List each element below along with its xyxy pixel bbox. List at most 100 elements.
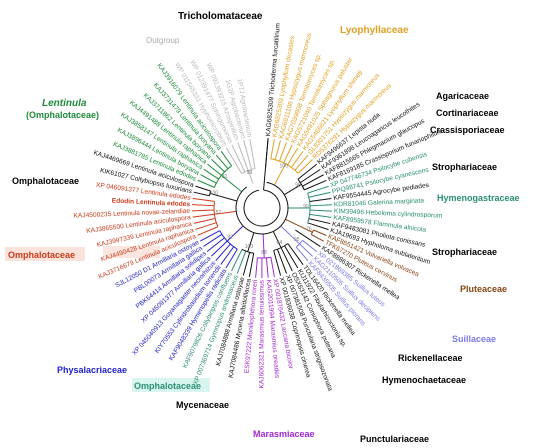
branch <box>215 243 231 261</box>
branch <box>236 250 247 274</box>
family-label-hymenochaetaceae: Hymenochaetaceae <box>382 375 466 385</box>
lentinula-subtitle: (Omphalotaceae) <box>26 110 99 120</box>
branch <box>270 257 275 277</box>
branch <box>283 144 293 164</box>
branch <box>262 233 265 258</box>
family-label-hymenogastraceae: Hymenogastraceae <box>437 193 520 203</box>
branch <box>284 245 299 269</box>
branch <box>297 159 313 174</box>
branch <box>209 192 238 202</box>
branch <box>304 179 327 191</box>
branch <box>284 183 302 196</box>
branch <box>210 240 228 257</box>
outgroup-label: Outgroup <box>146 36 180 45</box>
branch <box>313 229 327 236</box>
branch <box>307 222 329 231</box>
leaf-label: KIM39496 Hebeloma cylindrosporum <box>334 208 443 220</box>
family-label-crassisporiaceae: Crassisporiaceae <box>430 125 505 135</box>
branch <box>294 154 309 171</box>
family-label-suillaceae: Suillaceae <box>452 334 496 344</box>
branch <box>220 246 235 265</box>
leaf-label: KDR81046 Galerina marginata <box>334 197 425 208</box>
branch <box>273 250 282 276</box>
branch <box>220 150 233 167</box>
branch <box>207 163 222 176</box>
branch <box>308 191 331 198</box>
omphalotaceae-badge <box>5 247 85 261</box>
branch <box>193 218 216 224</box>
family-label-omphalotaceae-red: Omphalotaceae <box>8 250 75 260</box>
family-label-strophariaceae-bottom: Strophariaceae <box>432 247 497 257</box>
tree-branches <box>192 138 332 279</box>
branch <box>265 257 269 278</box>
branch-arc <box>273 243 289 251</box>
branch <box>309 213 332 218</box>
branch <box>308 218 331 225</box>
bootstrap-value: 98 <box>295 182 301 188</box>
leaf-label: KAJ6062321 Marasmius tenuissimus <box>259 279 266 388</box>
branch <box>226 225 244 242</box>
bootstrap-value: 88 <box>261 250 267 256</box>
family-label-mycenaceae: Mycenaceae <box>176 400 229 410</box>
branch <box>309 198 332 203</box>
branch <box>273 163 287 186</box>
branch <box>203 168 219 180</box>
branch <box>299 243 313 257</box>
branch <box>192 209 215 212</box>
branch <box>249 138 256 169</box>
lentinula-title: Lentinula <box>42 98 87 109</box>
branch <box>276 249 288 274</box>
branch <box>302 240 318 253</box>
branch <box>192 213 215 218</box>
branch <box>192 204 215 207</box>
bootstrap-value: 92 <box>227 234 233 240</box>
branch <box>280 225 300 245</box>
branch <box>311 234 324 242</box>
branch <box>247 232 255 252</box>
family-label-pluteaceae: Pluteaceae <box>460 284 507 294</box>
branch <box>214 210 237 215</box>
branch <box>295 246 309 262</box>
bootstrap-value: 100 <box>210 191 219 197</box>
branch <box>270 139 275 159</box>
family-label-cortinariaceae: Cortinariaceae <box>436 108 499 118</box>
branch <box>278 142 287 162</box>
leaf-labels: KAG6825309 Trichoderma furcatilinumKAG68… <box>73 22 444 392</box>
family-label-physalacriaceae: Physalacriaceae <box>57 365 127 375</box>
branch <box>203 233 223 247</box>
branch <box>225 147 243 174</box>
family-label-agaricaceae: Agaricaceae <box>436 91 489 101</box>
branch <box>211 159 225 173</box>
branch <box>285 218 313 233</box>
branch <box>231 249 243 272</box>
branch <box>225 248 238 269</box>
branch <box>290 151 304 168</box>
bootstrap-value: 81 <box>222 174 228 180</box>
branch <box>280 247 293 272</box>
branch-arc <box>310 229 314 235</box>
branch <box>272 231 282 248</box>
branch-arc <box>297 178 305 191</box>
branch <box>255 257 258 278</box>
branch <box>300 168 321 184</box>
branch <box>309 209 332 212</box>
omphalotaceae-teal-badge <box>132 378 210 392</box>
family-label-lyophyllaceae: Lyophyllaceae <box>340 25 409 36</box>
branch <box>193 191 210 197</box>
branch <box>274 140 281 160</box>
leaf-label: Edodin Lentinula edodes <box>112 198 191 209</box>
family-label-punctulariaceae: Punctulariaceae <box>360 434 429 444</box>
branch <box>195 185 211 192</box>
branch <box>309 204 332 207</box>
branch <box>200 230 220 242</box>
branch-arc <box>307 192 311 223</box>
family-label-tricholomataceae: Tricholomataceae <box>178 11 263 22</box>
bootstrap-value: 76 <box>306 227 312 233</box>
branch <box>302 174 324 187</box>
edodin-badge <box>103 246 160 258</box>
branch <box>231 144 246 173</box>
branch <box>237 142 249 171</box>
branch <box>215 154 229 170</box>
